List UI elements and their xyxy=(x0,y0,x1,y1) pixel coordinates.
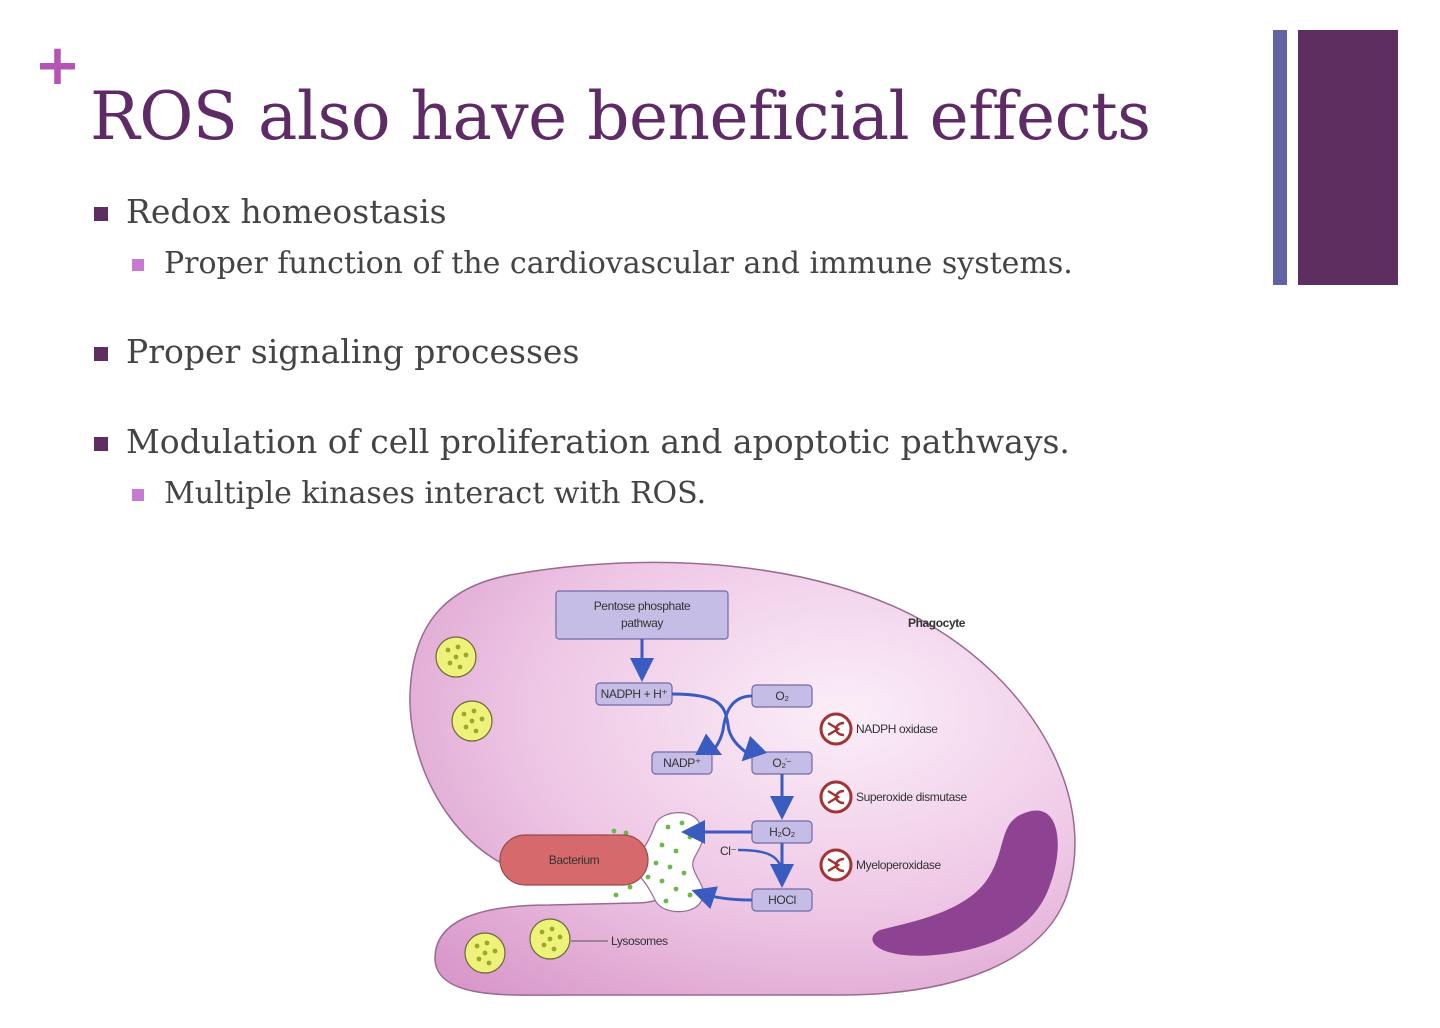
bullet-redox-homeostasis: Redox homeostasis xyxy=(92,190,1242,234)
enzyme-superoxide-dismutase xyxy=(819,780,853,814)
enzyme-label-superoxide-dismutase: Superoxide dismutase xyxy=(856,790,967,804)
decor-bar-thick xyxy=(1298,30,1398,285)
nadp-box xyxy=(651,751,713,775)
hocl-label: HOCl xyxy=(768,893,796,907)
bacterium-label: Bacterium xyxy=(549,853,600,867)
phagocyte-cell xyxy=(409,561,1076,996)
lysosomes-label: Lysosomes xyxy=(611,934,668,948)
chloride-label: Cl⁻ xyxy=(720,844,737,858)
nucleus xyxy=(872,810,1058,956)
bacterium xyxy=(499,834,649,886)
bullet-list: Redox homeostasis Proper function of the… xyxy=(92,190,1242,516)
superoxide-label: O₂̇⁻ xyxy=(772,756,791,770)
h2o2-label: H₂O₂ xyxy=(769,825,795,839)
nadp-label: NADP⁺ xyxy=(663,756,701,770)
pentose-label-line2: pathway xyxy=(621,616,663,630)
subbullet-cardiovascular-immune: Proper function of the cardiovascular an… xyxy=(92,242,1242,286)
phagocyte-label: Phagocyte xyxy=(908,616,966,630)
pathway-arrows xyxy=(630,639,794,910)
enzyme-label-myeloperoxidase: Myeloperoxidase xyxy=(856,858,941,872)
enzyme-myeloperoxidase xyxy=(819,848,853,882)
lysosome-group xyxy=(435,636,608,974)
slide-title: ROS also have beneficial effects xyxy=(90,78,1151,155)
bullet-signaling-processes: Proper signaling processes xyxy=(92,330,1242,374)
subbullet-kinases: Multiple kinases interact with ROS. xyxy=(92,472,1242,516)
bullet-cell-proliferation: Modulation of cell proliferation and apo… xyxy=(92,420,1242,464)
phagocyte-ros-diagram: Lysosomes Bacterium Pentose phosphate pa… xyxy=(409,561,1076,996)
slide-plus-marker: + xyxy=(34,33,81,98)
nadph-label: NADPH + H⁺ xyxy=(601,687,668,701)
o2-label: O₂ xyxy=(775,689,789,703)
pentose-label-line1: Pentose phosphate xyxy=(594,599,691,613)
enzyme-label-nadph-oxidase: NADPH oxidase xyxy=(856,722,938,736)
decor-bar-thin xyxy=(1273,30,1287,285)
enzyme-nadph-oxidase xyxy=(819,712,853,746)
